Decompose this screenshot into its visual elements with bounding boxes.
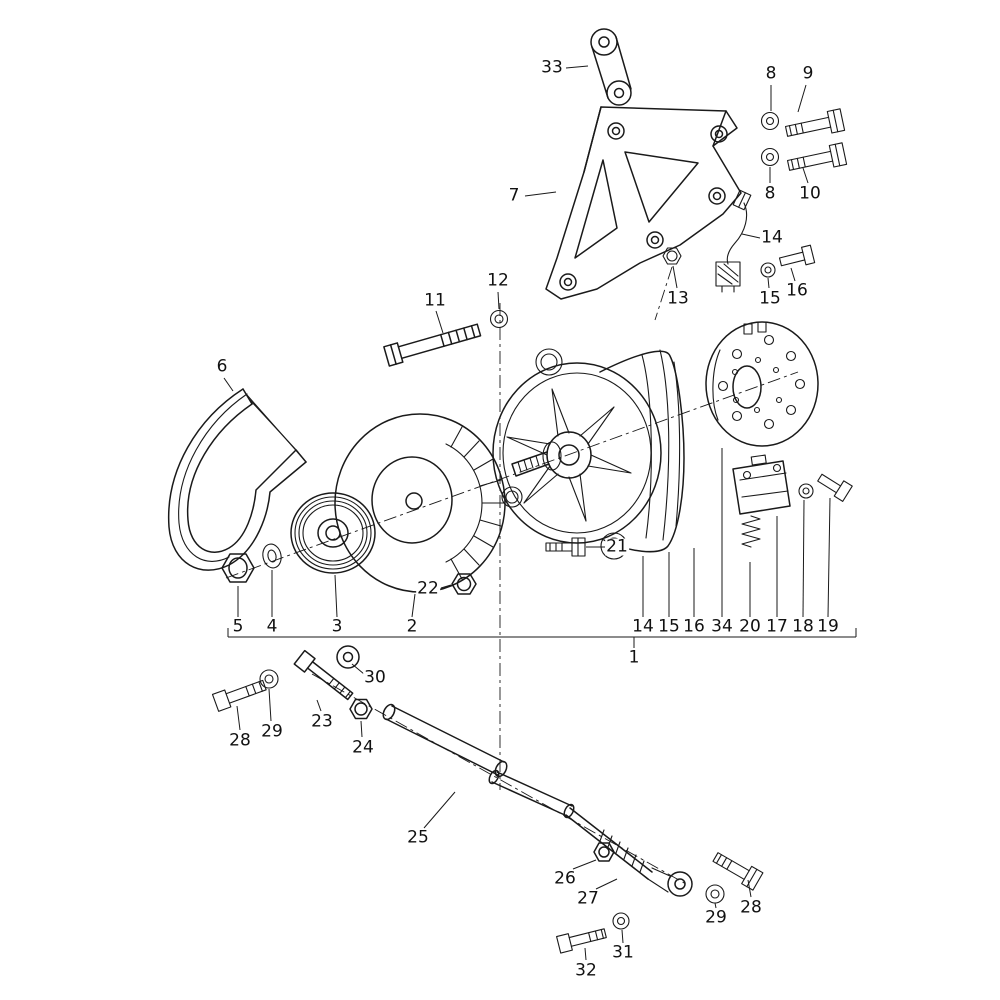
screw-19 (817, 473, 853, 502)
bolt-32 (556, 928, 607, 954)
nut-26 (593, 842, 615, 862)
mounting-bracket (545, 106, 742, 300)
pulley (290, 492, 376, 574)
alignment-axis-lines (225, 266, 799, 885)
washer-8-upper (760, 111, 780, 131)
wire-connector-14 (715, 189, 752, 293)
washer-29-left (259, 669, 279, 689)
washer-4 (262, 543, 282, 569)
strap-bracket (590, 28, 632, 106)
washer-8-lower (760, 147, 780, 167)
bolt-28-right (712, 852, 764, 891)
rear-bearing-plate (705, 321, 819, 447)
alternator-body (492, 348, 685, 560)
bolt-16 (778, 244, 816, 267)
group-bracket-line (227, 628, 857, 638)
nut-5 (221, 553, 255, 583)
bolt-11 (383, 323, 482, 367)
washer-12 (489, 309, 509, 329)
nut-13 (662, 247, 682, 265)
washer-31 (612, 912, 630, 930)
bolt-21 (545, 537, 586, 557)
bolt-28-left (211, 679, 267, 712)
washer-15 (760, 262, 776, 278)
bolt-9 (784, 108, 846, 137)
voltage-regulator (732, 454, 791, 515)
ribbed-belt (167, 388, 307, 571)
bolt-23 (293, 649, 354, 701)
nut-24 (349, 698, 373, 720)
nut-22 (451, 573, 477, 595)
leader-lines (223, 65, 831, 961)
washer-29-right (705, 884, 725, 904)
washer-18 (798, 483, 814, 499)
bolt-10 (786, 142, 848, 171)
eye-fitting-30 (336, 645, 360, 669)
brush-spring-20 (741, 515, 761, 548)
adjuster-rod (382, 703, 693, 897)
